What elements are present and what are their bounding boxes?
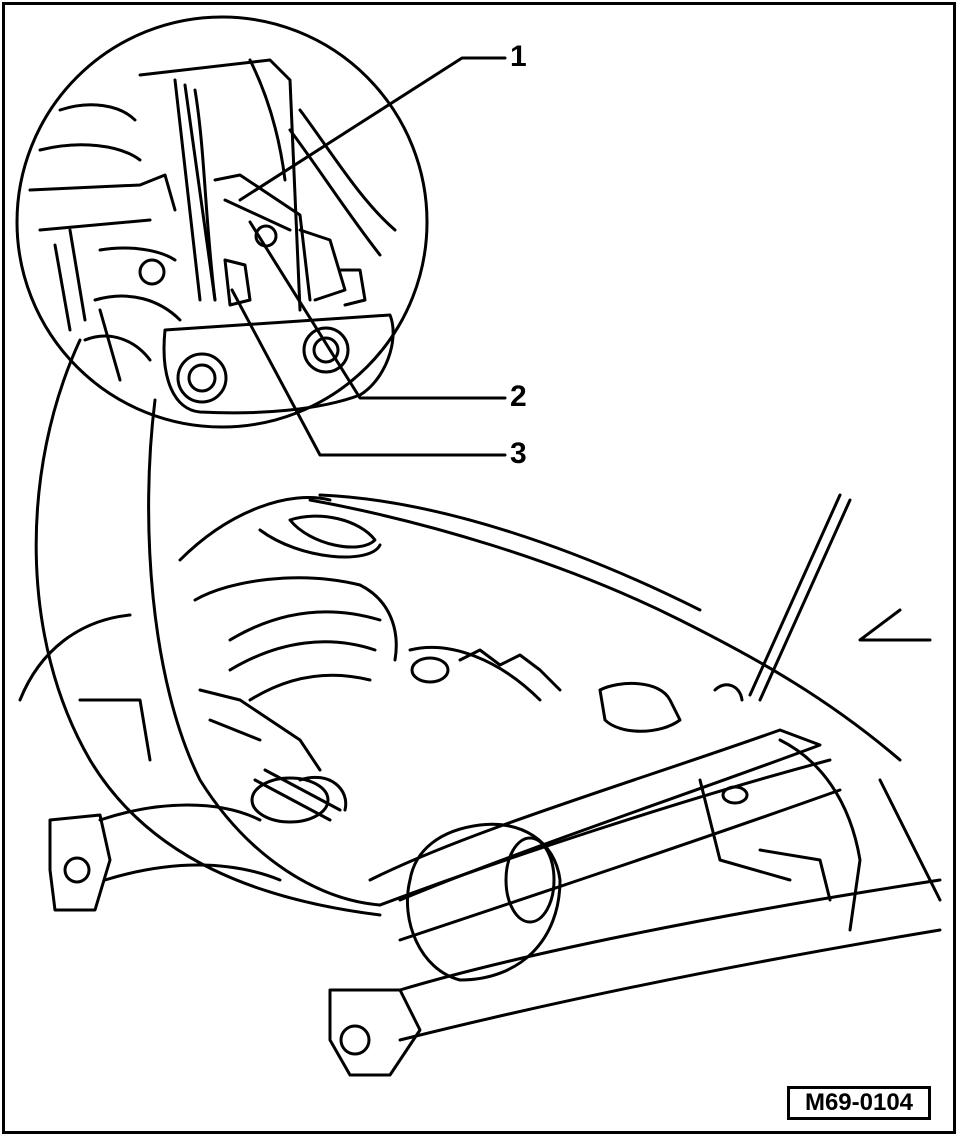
detail-magnifier — [15, 15, 429, 917]
callout-3: 3 — [510, 437, 527, 470]
callout-leaders — [230, 56, 507, 457]
engine-compartment — [18, 493, 942, 1077]
callout-1: 1 — [510, 40, 527, 73]
figure-id-label: M69-0104 — [787, 1086, 931, 1120]
callout-2: 2 — [510, 380, 527, 413]
